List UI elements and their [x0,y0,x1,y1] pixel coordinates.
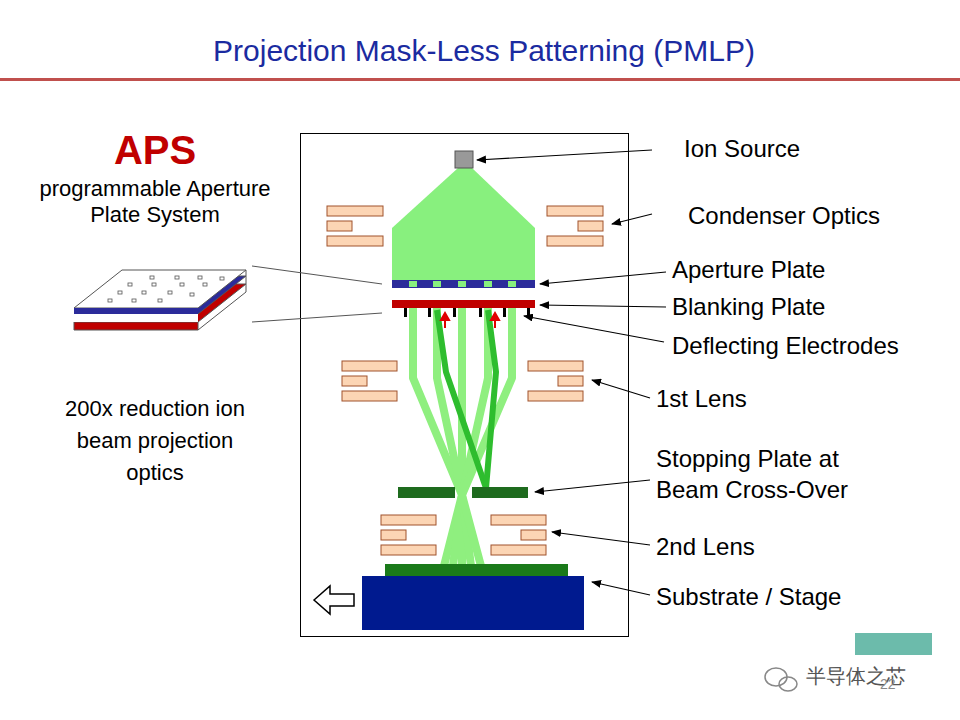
ion-source [455,151,473,168]
part-label: Deflecting Electrodes [672,332,899,361]
slide-title: Projection Mask-Less Patterning (PMLP) [4,33,960,69]
title-rule [0,78,960,81]
aperture-holes [409,281,516,287]
blanking-plate [392,300,535,308]
part-label: Substrate / Stage [656,583,841,612]
part-label: Blanking Plate [672,293,825,322]
part-label: Condenser Optics [688,202,880,231]
aperture-plate-system-sketch [74,270,246,330]
stage [362,576,584,630]
part-label: Aperture Plate [672,256,825,285]
column-frame [301,134,629,637]
aps-subtitle: programmable Aperture Plate System [20,176,290,229]
beamlet-detail [437,306,488,330]
aperture-plate [392,280,535,288]
callout-leaders [477,150,666,595]
page-number: 22 [880,676,896,693]
ion-beamlets [413,306,512,566]
aps-heading: APS [55,126,255,174]
part-label: 1st Lens [656,385,747,414]
optics-note: 200x reduction ion beam projection optic… [62,393,248,489]
wechat-icon [765,668,797,691]
first-lens [342,361,583,401]
stopping-plate [398,487,528,498]
sketch-leader-lines [252,266,382,322]
condensed-beam [392,168,535,280]
deflected-beamlets [437,310,496,488]
deflecting-electrodes [404,308,530,317]
substrate [385,564,568,576]
condenser-lens [327,206,603,246]
deflection-field-arrows [441,313,499,328]
part-label: 2nd Lens [656,533,755,562]
stage-motion-arrow [314,586,354,614]
part-label: Stopping Plate at Beam Cross-Over [656,443,874,505]
part-label: Ion Source [684,135,800,164]
corner-logo [855,633,932,655]
second-lens [381,515,546,555]
